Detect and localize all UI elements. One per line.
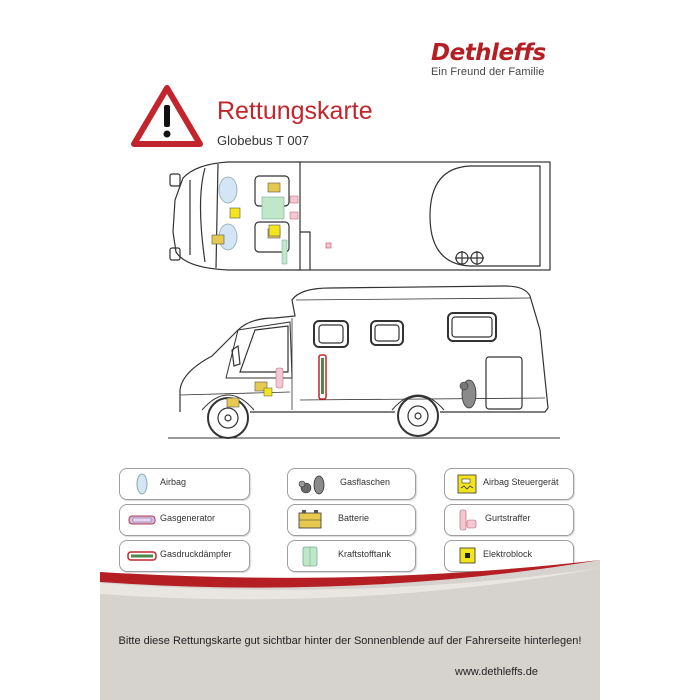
legend-item-airbag-steuergeraet: Airbag Steuergerät [444,468,574,500]
legend-label: Airbag Steuergerät [483,477,559,487]
footer-website-link[interactable]: www.dethleffs.de [455,666,538,678]
brand-logo: Dethleffs Ein Freund der Familie [431,40,561,78]
vehicle-diagram [168,161,560,439]
warning-triangle-icon [131,85,203,147]
legend-item-kraftstofftank: Kraftstofftank [287,540,416,572]
brand-tagline: Ein Freund der Familie [431,66,545,78]
brand-name: Dethleffs [431,40,546,66]
vehicle-top-view [169,161,551,271]
seatbelt-tensioner-marker [289,195,299,204]
airbag-icon [136,473,148,495]
legend-label: Elektroblock [483,549,533,559]
airbag-marker [218,176,238,204]
fuel-line-marker [281,239,288,265]
battery-marker [226,397,240,408]
battery-marker [267,182,281,193]
gas-strut-marker [318,354,327,400]
legend-label: Kraftstofftank [338,549,391,559]
gas-strut-icon [127,551,157,561]
vehicle-side-view [168,285,560,439]
legend-item-gasflaschen: Gasflaschen [287,468,416,500]
seatbelt-tensioner-icon [459,509,477,531]
footer-swoosh [100,560,600,700]
legend-item-gasgenerator: Gasgenerator [119,504,250,536]
legend-label: Gurtstraffer [485,513,531,523]
vehicle-model: Globebus T 007 [217,133,310,148]
fuel-tank-marker [261,196,285,220]
seatbelt-tensioner-marker [289,211,299,220]
legend-item-gasdruckdaempfer: Gasdruckdämpfer [119,540,250,572]
legend-label: Gasflaschen [340,477,391,487]
side-view-components [226,354,477,409]
legend-item-gurtstraffer: Gurtstraffer [444,504,574,536]
legend-item-batterie: Batterie [287,504,416,536]
battery-marker [211,234,225,245]
top-view-components [211,176,332,265]
legend-label: Airbag [160,477,187,487]
legend-label: Batterie [338,513,370,523]
airbag-control-unit-icon [457,474,477,494]
electrical-block-marker [268,224,281,237]
electrical-block-icon [459,547,476,564]
legend-label: Gasdruckdämpfer [160,549,232,559]
seatbelt-tensioner-marker [275,367,284,389]
footer-instruction: Bitte diese Rettungskarte gut sichtbar h… [118,635,582,647]
airbag-control-unit-marker [229,207,241,219]
battery-icon [298,510,322,529]
fuel-tank-icon [302,546,318,567]
card-title: Rettungskarte [217,97,373,125]
gas-generator-icon [128,515,156,525]
battery-marker [254,381,268,392]
legend-item-airbag: Airbag [119,468,250,500]
gas-strut-marker [325,242,332,249]
airbag-control-unit-marker [263,387,273,397]
legend-label: Gasgenerator [160,513,216,523]
gas-bottles-icon [298,475,325,495]
